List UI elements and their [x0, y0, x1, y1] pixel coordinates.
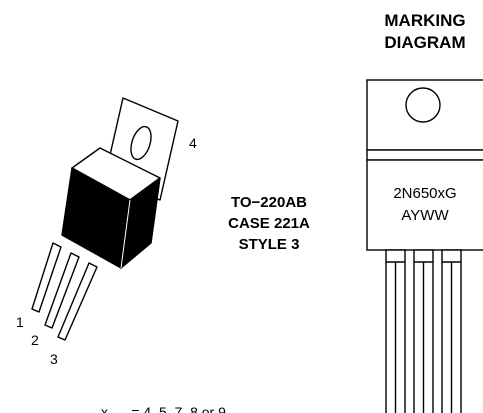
pin-label-4: 4	[189, 135, 197, 151]
marking-heading-line1: MARKING	[384, 11, 465, 30]
package-style: STYLE 3	[239, 236, 300, 253]
pin-label-2: 2	[31, 332, 39, 348]
package-3d-drawing	[31, 97, 179, 341]
package-name: TO−220AB	[231, 194, 307, 211]
marking-leads	[385, 249, 462, 413]
pin-label-3: 3	[50, 351, 58, 367]
marking-diagram	[366, 79, 483, 413]
marking-heading-line2: DIAGRAM	[384, 33, 465, 52]
marking-heading: MARKING DIAGRAM	[384, 11, 465, 52]
mounting-hole	[130, 125, 152, 161]
package-info: TO−220AB CASE 221A STYLE 3	[228, 194, 310, 253]
marking-text-line1: 2N650xG	[393, 185, 456, 202]
marking-separator-band	[366, 149, 483, 161]
marking-mounting-hole	[405, 87, 441, 123]
legend-line: x = 4, 5, 7, 8 or 9	[101, 404, 226, 413]
package-leads	[31, 242, 98, 341]
pin-label-1: 1	[16, 314, 24, 330]
package-case: CASE 221A	[228, 215, 310, 232]
marking-body	[366, 159, 483, 251]
marking-text: 2N650xG AYWW	[393, 185, 456, 224]
marking-text-line2: AYWW	[401, 207, 449, 224]
